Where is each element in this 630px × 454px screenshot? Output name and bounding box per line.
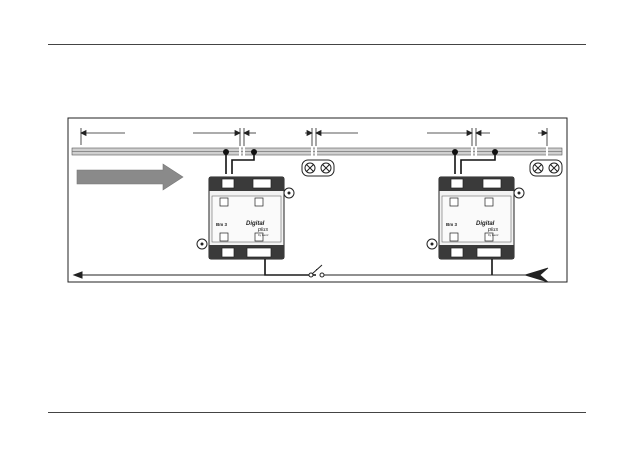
module-brand-small-label: by Lenz [258,233,269,237]
signal-lamp-group-2 [530,160,562,176]
signal-lamp-group-1 [302,160,334,176]
track-rails [72,146,562,157]
section-markers [81,128,547,150]
feedback-module-2: Bm 3 Digital plus by Lenz [427,177,524,259]
feedback-module-1: Bm 3 Digital plus by Lenz [197,177,294,259]
module-model-label: Bm 3 [446,222,458,227]
module-brand-small-label: by Lenz [488,233,499,237]
feed-arrow-icon [525,268,548,282]
rail-connection-point [251,149,257,155]
direction-arrow-icon [77,164,183,190]
rail-connection-point [492,149,498,155]
rail-connection-point [223,149,229,155]
module-model-label: Bm 3 [216,222,228,227]
return-bus [74,272,525,278]
switch-icon [309,265,324,277]
rail-connection-point [452,149,458,155]
